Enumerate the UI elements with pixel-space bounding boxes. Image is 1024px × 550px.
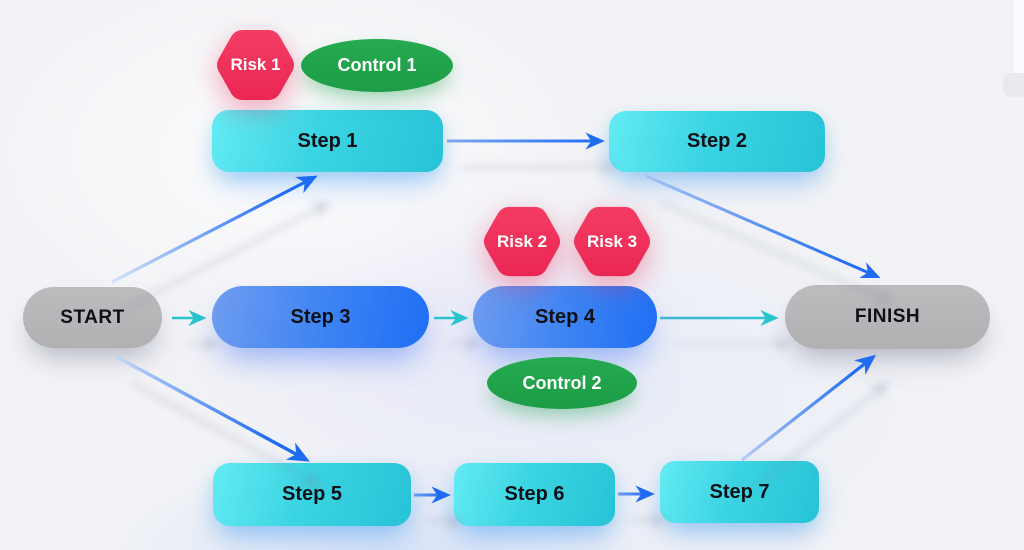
hexagon-icon [217, 30, 294, 100]
node-step3-label: Step 3 [290, 305, 351, 328]
arrow-start-to-step5 [116, 355, 310, 462]
risk1-label: Risk 1 [230, 55, 281, 74]
arrow-step2-to-finish [645, 174, 881, 279]
node-start: START [23, 287, 162, 348]
node-finish-label: FINISH [854, 306, 921, 327]
node-step6: Step 6 [454, 463, 615, 526]
control2-label: Control 2 [522, 372, 602, 393]
node-step2-label: Step 2 [686, 130, 748, 152]
node-step4-label: Step 4 [534, 305, 596, 328]
arrow-step7-to-finish [741, 354, 877, 462]
control-badge-2: Control 2 [487, 357, 637, 409]
hexagon-icon [573, 206, 651, 277]
risk-badge-2: Risk 2 [480, 204, 564, 279]
control1-label: Control 1 [337, 55, 417, 75]
top-right-white-panel-fragment [1014, 0, 1024, 97]
node-step3: Step 3 [212, 286, 429, 348]
node-step4: Step 4 [473, 286, 657, 348]
hexagon-icon [483, 206, 561, 277]
node-step6-label: Step 6 [504, 483, 565, 505]
node-step1-label: Step 1 [297, 129, 358, 152]
top-right-gray-tab-fragment [1003, 73, 1024, 97]
node-start-label: START [60, 306, 125, 328]
node-finish: FINISH [785, 285, 990, 349]
node-step5: Step 5 [213, 463, 411, 526]
risk3-label: Risk 3 [586, 231, 638, 251]
node-step1: Step 1 [212, 110, 443, 172]
risk-badge-3: Risk 3 [570, 204, 654, 279]
risk2-label: Risk 2 [496, 231, 548, 251]
node-step2: Step 2 [609, 111, 825, 172]
arrow-start-to-step1 [111, 175, 318, 284]
risk-badge-1: Risk 1 [213, 28, 298, 102]
node-step7-label: Step 7 [709, 480, 770, 503]
control-badge-1: Control 1 [301, 39, 453, 92]
node-step7: Step 7 [660, 461, 819, 523]
node-step5-label: Step 5 [281, 483, 343, 505]
